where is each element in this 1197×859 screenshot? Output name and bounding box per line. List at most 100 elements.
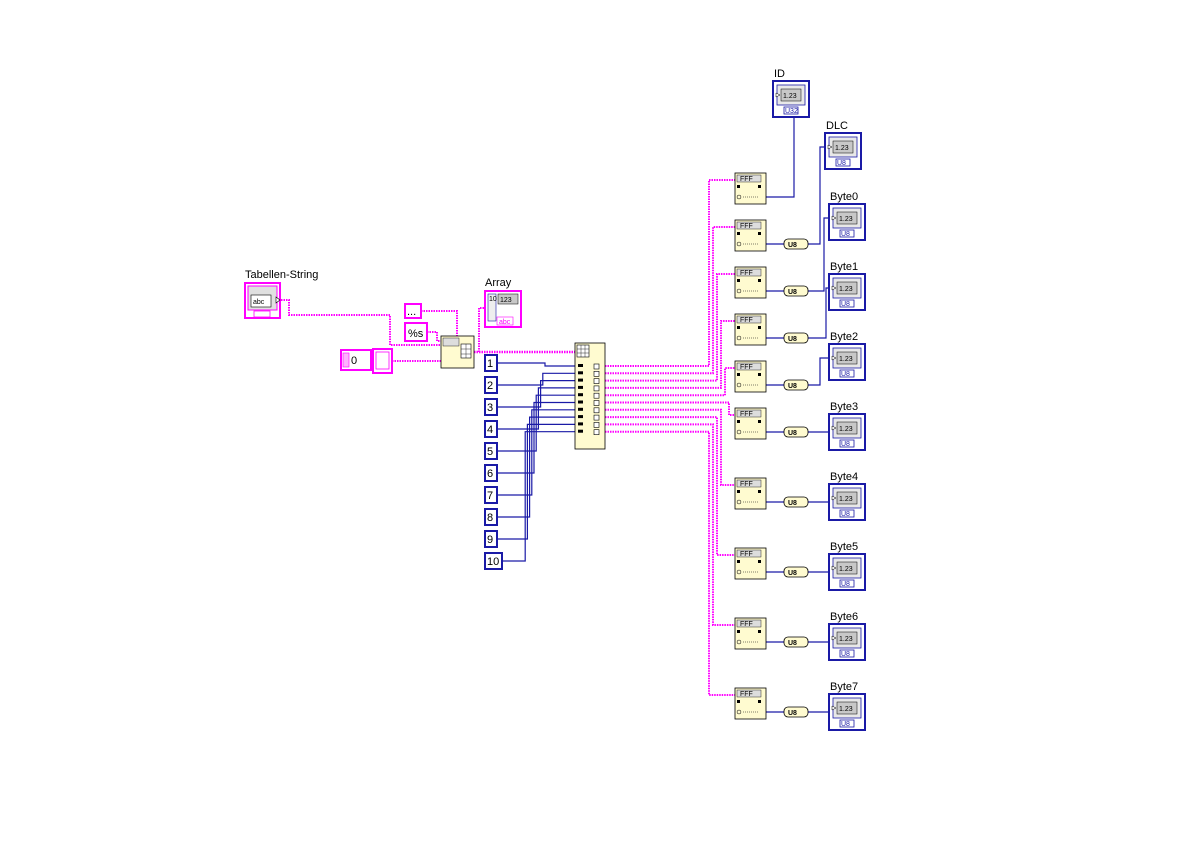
index-constant-4[interactable]: 4 — [484, 420, 498, 438]
to-u8-conversion[interactable]: U8 — [783, 332, 809, 344]
to-u8-conversion[interactable]: U8 — [783, 379, 809, 391]
delimiter-constant[interactable]: ... — [404, 303, 422, 319]
index-array-rows — [578, 363, 600, 436]
to-u8-conversion[interactable]: U8 — [783, 285, 809, 297]
index-constant-7[interactable]: 7 — [484, 486, 498, 504]
element-wire — [600, 416, 735, 556]
index-wire — [497, 423, 577, 540]
index-constant-3[interactable]: 3 — [484, 398, 498, 416]
tabellen-string-control[interactable]: Tabellen-String abc — [244, 269, 318, 319]
to-u8-conversion[interactable]: U8 — [783, 238, 809, 250]
to-u8-conversion[interactable]: U8 — [783, 496, 809, 508]
indicator-label: Byte1 — [830, 261, 858, 273]
scan-function-text: FFF — [740, 317, 753, 324]
input-terminal-icon — [831, 425, 837, 431]
element-wire — [600, 408, 735, 486]
indicator-display: 1.23 — [839, 286, 853, 293]
scan-from-string-byte3[interactable]: FFF — [734, 407, 767, 440]
tabellen-string-label: Tabellen-String — [245, 269, 318, 281]
element-output-mark — [593, 429, 600, 436]
indicator-label: Byte4 — [830, 471, 858, 483]
index-wire — [497, 394, 577, 452]
element-output-mark — [593, 363, 600, 370]
element-output-mark — [593, 385, 600, 392]
scan-from-string-byte6[interactable]: FFF — [734, 617, 767, 650]
indicator-display: 1.23 — [839, 216, 853, 223]
index-constant-10[interactable]: 10 — [484, 552, 503, 570]
spreadsheet-string-to-array-function[interactable] — [440, 335, 475, 369]
scan-function-text: FFF — [740, 481, 753, 488]
index-wire — [497, 380, 577, 408]
array-label: Array — [485, 277, 512, 289]
indicator-display: 1.23 — [839, 566, 853, 573]
indicator-display: 1.23 — [839, 356, 853, 363]
index-input-mark — [578, 429, 583, 433]
index-wire — [502, 431, 577, 562]
input-terminal-icon — [827, 144, 833, 150]
index-constant-8[interactable]: 8 — [484, 508, 498, 526]
scan-from-string-functions: FFF FFF FFF FFF FFF FFF FFF FFF FFF FFF — [734, 172, 767, 720]
index-input-mark — [578, 385, 583, 389]
index-constant-5[interactable]: 5 — [484, 442, 498, 460]
index-constant-2[interactable]: 2 — [484, 376, 498, 394]
index-constant-text: 8 — [487, 512, 493, 524]
array-indicator[interactable]: Array 10 123 abc — [484, 277, 522, 328]
scan-from-string-dlc[interactable]: FFF — [734, 219, 767, 252]
to-u8-conversion[interactable]: U8 — [783, 706, 809, 718]
scan-function-text: FFF — [740, 691, 753, 698]
index-constant-9[interactable]: 9 — [484, 530, 498, 548]
indicator-type: U8 — [841, 371, 850, 378]
wires — [281, 117, 829, 713]
indicator-type: U8 — [837, 160, 846, 167]
indicator-label: Byte7 — [830, 681, 858, 693]
index-wire — [497, 362, 577, 367]
string-wire — [281, 299, 441, 346]
start-index-constant[interactable]: 0 — [340, 348, 393, 374]
index-input-mark — [578, 364, 583, 367]
index-array-function[interactable] — [574, 342, 606, 450]
scan-function-text: FFF — [740, 176, 753, 183]
indicator-type: U8 — [841, 441, 850, 448]
element-wire — [600, 179, 735, 367]
scan-from-string-byte2[interactable]: FFF — [734, 360, 767, 393]
format-constant[interactable]: %s — [404, 322, 428, 342]
index-wire — [497, 372, 577, 386]
output-terminal-icon — [275, 296, 281, 304]
input-terminal-icon — [831, 565, 837, 571]
index-constant-1[interactable]: 1 — [484, 354, 498, 372]
output-indicators: ID1.23U32DLC1.23U8Byte01.23U8Byte11.23U8… — [772, 68, 866, 731]
scan-function-text: FFF — [740, 223, 753, 230]
element-output-mark — [593, 414, 600, 421]
array-indicator-wire — [478, 307, 485, 352]
scan-from-string-id[interactable]: FFF — [734, 172, 767, 205]
scan-from-string-byte5[interactable]: FFF — [734, 547, 767, 580]
indicator-display: 1.23 — [839, 496, 853, 503]
scan-from-string-byte1[interactable]: FFF — [734, 313, 767, 346]
index-constant-text: 9 — [487, 534, 493, 546]
indicator-label: Byte5 — [830, 541, 858, 553]
index-input-mark — [578, 371, 583, 375]
numeric-wire — [808, 146, 825, 245]
to-u8-conversion[interactable]: U8 — [783, 566, 809, 578]
to-u8-conversion[interactable]: U8 — [783, 426, 809, 438]
scan-from-string-byte0[interactable]: FFF — [734, 266, 767, 299]
index-wire — [497, 416, 577, 518]
index-constant-text: 4 — [487, 424, 493, 436]
scan-from-string-byte4[interactable]: FFF — [734, 477, 767, 510]
to-u8-conversion[interactable]: U8 — [783, 636, 809, 648]
conversion-text: U8 — [788, 336, 797, 343]
index-constant-6[interactable]: 6 — [484, 464, 498, 482]
scan-from-string-byte7[interactable]: FFF — [734, 687, 767, 720]
